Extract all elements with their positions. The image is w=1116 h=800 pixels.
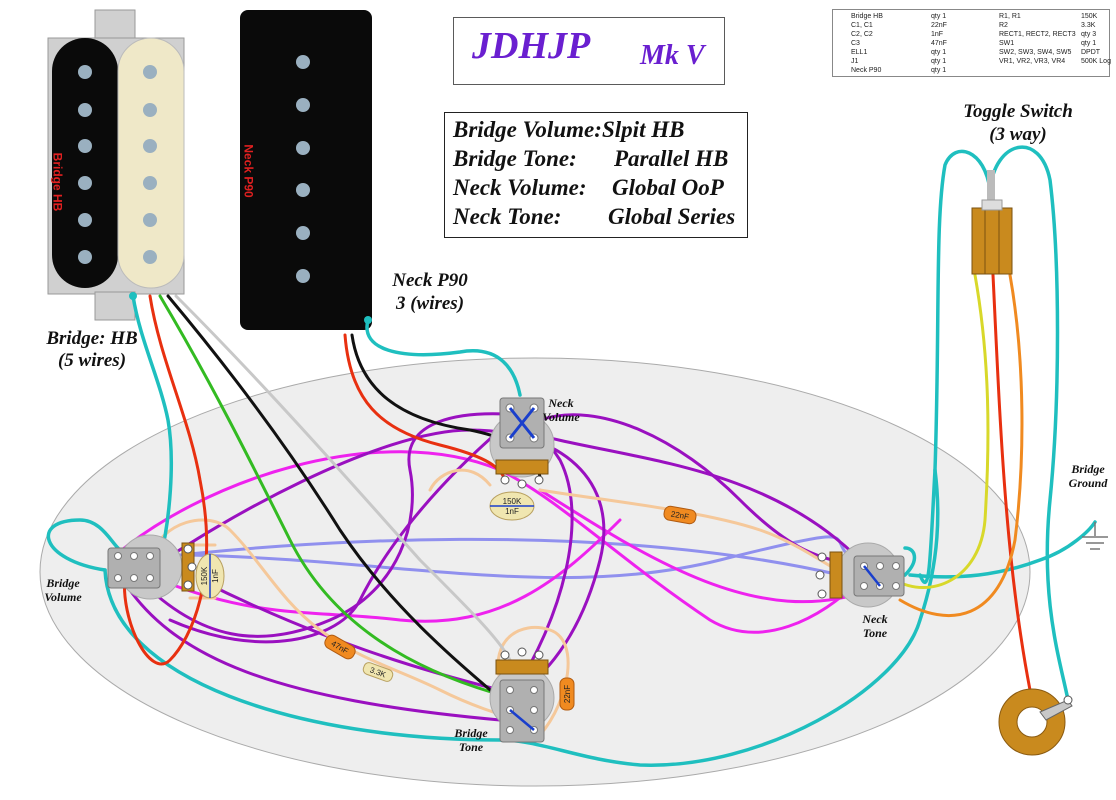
bridge-volume-label-2: Volume [44,590,82,604]
part-ref: SW1 [999,40,1015,47]
neck-p90-pickup-text: Neck P90 [241,144,256,198]
config-label: Bridge Tone: [453,146,577,171]
part-ref: RECT1, RECT2, RECT3 [999,31,1076,38]
cap-22nf-bridge-label: 22nF [563,685,572,703]
neck-tone-label: Neck [862,612,888,626]
part-ref: R1, R1 [999,13,1021,20]
config-label: Neck Tone: [453,204,562,229]
bridge-hb-label: Bridge: HB [46,328,138,349]
config-row: Neck Volume: Global OoP [453,175,747,204]
neck-volume-network: 150K 1nF [489,491,535,521]
resistor-3k3: 3.3K [362,662,394,682]
cap-22nf-bridge: 22nF [559,677,575,711]
part-qty: qty 1 [931,13,947,20]
title-main: JDHJP [472,25,591,67]
toggle-switch-label: Toggle Switch [963,101,1073,122]
part-name: ELL1 [851,49,868,56]
bridge-tone-label-2: Tone [458,740,484,754]
cap-47nf: 47nF [324,634,356,660]
part-val: DPDT [1081,49,1101,56]
wires [46,145,1097,767]
bridge-hb-pickup-text: Bridge HB [50,152,65,212]
cap-22nf-neck-label: 22nF [670,509,690,521]
neck-volume-label-2: Volume [542,410,580,424]
config-label: Neck Volume: [453,175,587,200]
part-name: Neck P90 [851,67,882,74]
part-ref: R2 [999,22,1008,29]
part-ref: SW2, SW3, SW4, SW5 [999,49,1072,56]
neck-p90-wires-label: 3 (wires) [395,293,465,314]
bridge-humbucker [47,9,185,321]
bridge-volume-network: 150K 1nF [195,553,225,599]
title-box: JDHJP Mk V [453,17,725,85]
pickguard [39,357,1031,787]
part-qty: 47nF [931,40,947,47]
bridge-volume-pot [107,534,197,600]
bridge-vol-resistor-label: 150K [200,566,209,585]
part-val: 3.3K [1081,22,1096,29]
bridge-hb-wires-label: (5 wires) [57,350,127,371]
config-label: Bridge Volume: [453,117,602,142]
config-row: Bridge Volume:Slpit HB [453,117,747,146]
output-jack [998,688,1073,756]
bridge-tone-label: Bridge [454,726,488,740]
parts-list: Bridge HB qty 1 R1, R1 150K C1, C1 22nF … [832,9,1111,77]
bridge-ground-label: Bridge [1071,462,1105,476]
bridge-volume-label: Bridge [46,576,80,590]
part-val: 500K Log [1081,58,1111,65]
neck-volume-pot [489,397,555,489]
neck-p90-pickup [240,10,372,330]
part-qty: qty 1 [931,58,947,65]
part-name: Bridge HB [851,13,883,20]
config-value: Slpit HB [602,117,685,142]
part-name: J1 [851,58,859,65]
toggle-switch-sub-label: (3 way) [989,124,1047,145]
config-row: Neck Tone: Global Series [453,204,747,233]
part-val: qty 1 [1081,40,1097,47]
ground-symbol [1082,522,1108,550]
part-val: qty 3 [1081,31,1097,38]
neck-tone-pot [815,542,905,608]
part-qty: 22nF [931,22,947,29]
bridge-ground-label-2: Ground [1068,476,1108,490]
config-value: Global Series [608,204,736,229]
part-name: C1, C1 [851,22,873,29]
neck-volume-label: Neck [548,396,574,410]
part-name: C3 [851,40,860,47]
part-qty: qty 1 [931,67,947,74]
part-ref: VR1, VR2, VR3, VR4 [999,58,1066,65]
config-row: Bridge Tone: Parallel HB [453,146,747,175]
part-val: 150K [1081,13,1098,20]
neck-p90-label: Neck P90 [392,270,468,291]
config-box: Bridge Volume:Slpit HB Bridge Tone: Paral… [444,112,748,238]
config-value: Parallel HB [614,146,729,171]
bridge-tone-pot [489,647,555,743]
part-qty: 1nF [931,31,944,38]
cap-22nf-neck: 22nF [663,505,697,525]
neck-vol-resistor-label: 150K [503,497,522,506]
config-value: Global OoP [612,175,724,200]
part-qty: qty 1 [931,49,947,56]
toggle-switch [971,170,1013,275]
neck-vol-cap-label: 1nF [505,507,519,516]
part-name: C2, C2 [851,31,873,38]
bridge-vol-cap-label: 1nF [211,569,220,583]
neck-tone-label-2: Tone [862,626,888,640]
title-sub: Mk V [640,40,705,71]
